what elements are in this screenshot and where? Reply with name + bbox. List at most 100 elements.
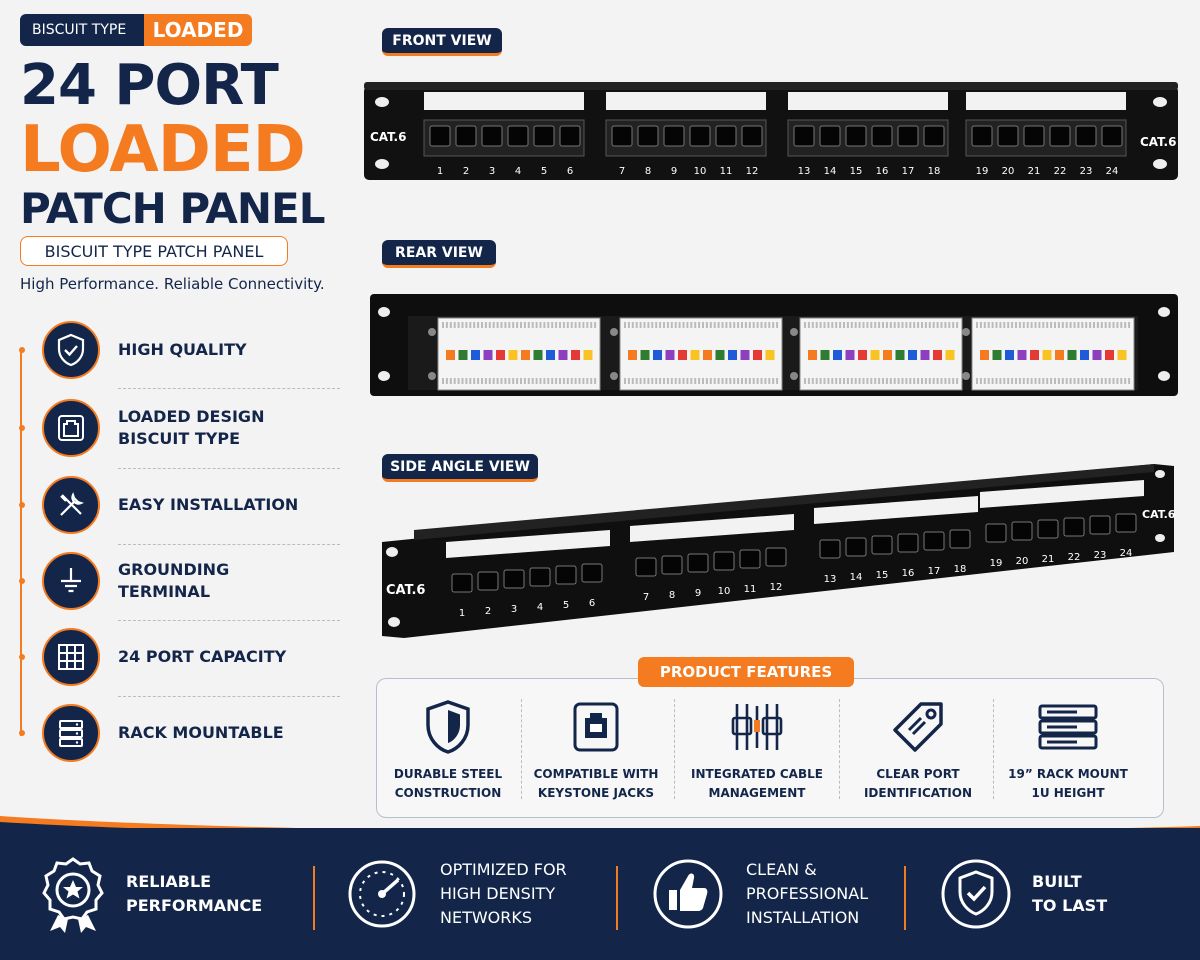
idc-contact xyxy=(1034,322,1037,328)
port-number: 4 xyxy=(537,602,543,613)
idc-contact xyxy=(639,322,642,328)
color-code xyxy=(458,350,468,360)
feature-divider xyxy=(118,468,340,469)
port-number: 9 xyxy=(671,166,677,177)
rj45-port xyxy=(871,535,893,555)
idc-contact xyxy=(647,378,650,384)
idc-contact xyxy=(991,378,994,384)
idc-contact xyxy=(488,322,491,328)
idc-contact xyxy=(590,322,593,328)
idc-contact xyxy=(1116,378,1119,384)
idc-contact xyxy=(698,322,701,328)
rack-mount-icon xyxy=(993,697,1143,757)
idc-contact xyxy=(1011,322,1014,328)
idc-contact xyxy=(885,322,888,328)
cat-label-left: CAT.6 xyxy=(370,130,406,144)
idc-contact xyxy=(686,322,689,328)
side-view-label: SIDE ANGLE VIEW xyxy=(382,454,538,482)
mount-screw xyxy=(610,328,618,336)
idc-contact xyxy=(523,322,526,328)
idc-contact xyxy=(721,322,724,328)
idc-contact xyxy=(976,378,978,384)
feature-label: GROUNDING TERMINAL xyxy=(118,559,230,601)
idc-contact xyxy=(760,322,763,328)
idc-contact xyxy=(752,378,755,384)
port-group xyxy=(423,119,585,157)
rj45-port xyxy=(1101,125,1123,147)
idc-contact xyxy=(477,322,480,328)
idc-contact xyxy=(1077,378,1080,384)
idc-contact xyxy=(815,378,818,384)
idc-contact xyxy=(1128,322,1131,328)
idc-contact xyxy=(913,378,916,384)
port-number: 2 xyxy=(485,606,491,617)
idc-contact xyxy=(1061,378,1064,384)
idc-contact xyxy=(674,322,677,328)
rj45-port xyxy=(741,125,763,147)
idc-contact xyxy=(1003,378,1006,384)
cat-label-side-right: CAT.6 xyxy=(1142,508,1176,521)
port-number: 21 xyxy=(1028,166,1041,177)
idc-contact xyxy=(1112,322,1115,328)
idc-contact xyxy=(1089,322,1092,328)
idc-contact xyxy=(566,322,569,328)
timeline-dot xyxy=(19,425,25,431)
rj45-port xyxy=(819,539,841,559)
rj45-port xyxy=(765,547,787,567)
timeline-dot xyxy=(19,502,25,508)
idc-contact xyxy=(948,378,951,384)
idc-contact xyxy=(535,378,538,384)
port-number: 18 xyxy=(954,564,967,575)
rj45-port xyxy=(451,573,473,593)
idc-contact xyxy=(854,322,857,328)
idc-contact xyxy=(995,322,998,328)
idc-contact xyxy=(578,322,581,328)
idc-contact xyxy=(1015,322,1017,328)
idc-contact xyxy=(870,322,873,328)
idc-contact xyxy=(913,322,916,328)
label-strip xyxy=(606,92,766,110)
label-strip xyxy=(966,92,1126,110)
idc-contact xyxy=(815,322,818,328)
port-number: 12 xyxy=(770,582,783,593)
idc-contact xyxy=(543,378,546,384)
idc-contact xyxy=(1050,378,1053,384)
port-number: 3 xyxy=(489,166,495,177)
footer-text-line: PERFORMANCE xyxy=(126,896,263,915)
idc-contact xyxy=(1054,322,1056,328)
idc-contact xyxy=(698,378,701,384)
idc-contact xyxy=(928,378,931,384)
idc-contact xyxy=(882,378,884,384)
idc-contact xyxy=(659,322,662,328)
footer-text-line: INSTALLATION xyxy=(746,908,860,927)
idc-contact xyxy=(465,322,468,328)
front-view-label: FRONT VIEW xyxy=(382,28,502,56)
rj45-port xyxy=(507,125,529,147)
idc-contact xyxy=(1026,322,1029,328)
port-number: 5 xyxy=(563,600,569,611)
idc-contact xyxy=(574,322,577,328)
rj45-port xyxy=(611,125,633,147)
idc-contact xyxy=(713,322,716,328)
idc-contact xyxy=(776,378,779,384)
color-code xyxy=(1067,350,1077,360)
pf-text-line: CLEAR PORT xyxy=(876,767,960,781)
port-number: 8 xyxy=(645,166,651,177)
footer-text-line: PROFESSIONAL xyxy=(746,884,869,903)
pf-divider xyxy=(839,699,840,799)
idc-contact xyxy=(1038,378,1041,384)
idc-contact xyxy=(1124,322,1127,328)
idc-contact xyxy=(512,378,515,384)
pf-divider xyxy=(993,699,994,799)
idc-contact xyxy=(1096,322,1099,328)
idc-contact xyxy=(631,322,634,328)
color-code xyxy=(1117,350,1127,360)
idc-contact xyxy=(917,322,920,328)
idc-contact xyxy=(1073,378,1076,384)
port-number: 10 xyxy=(718,586,731,597)
color-code xyxy=(483,350,493,360)
badge-type-label: BISCUIT TYPE xyxy=(20,14,144,46)
idc-contact xyxy=(924,322,927,328)
